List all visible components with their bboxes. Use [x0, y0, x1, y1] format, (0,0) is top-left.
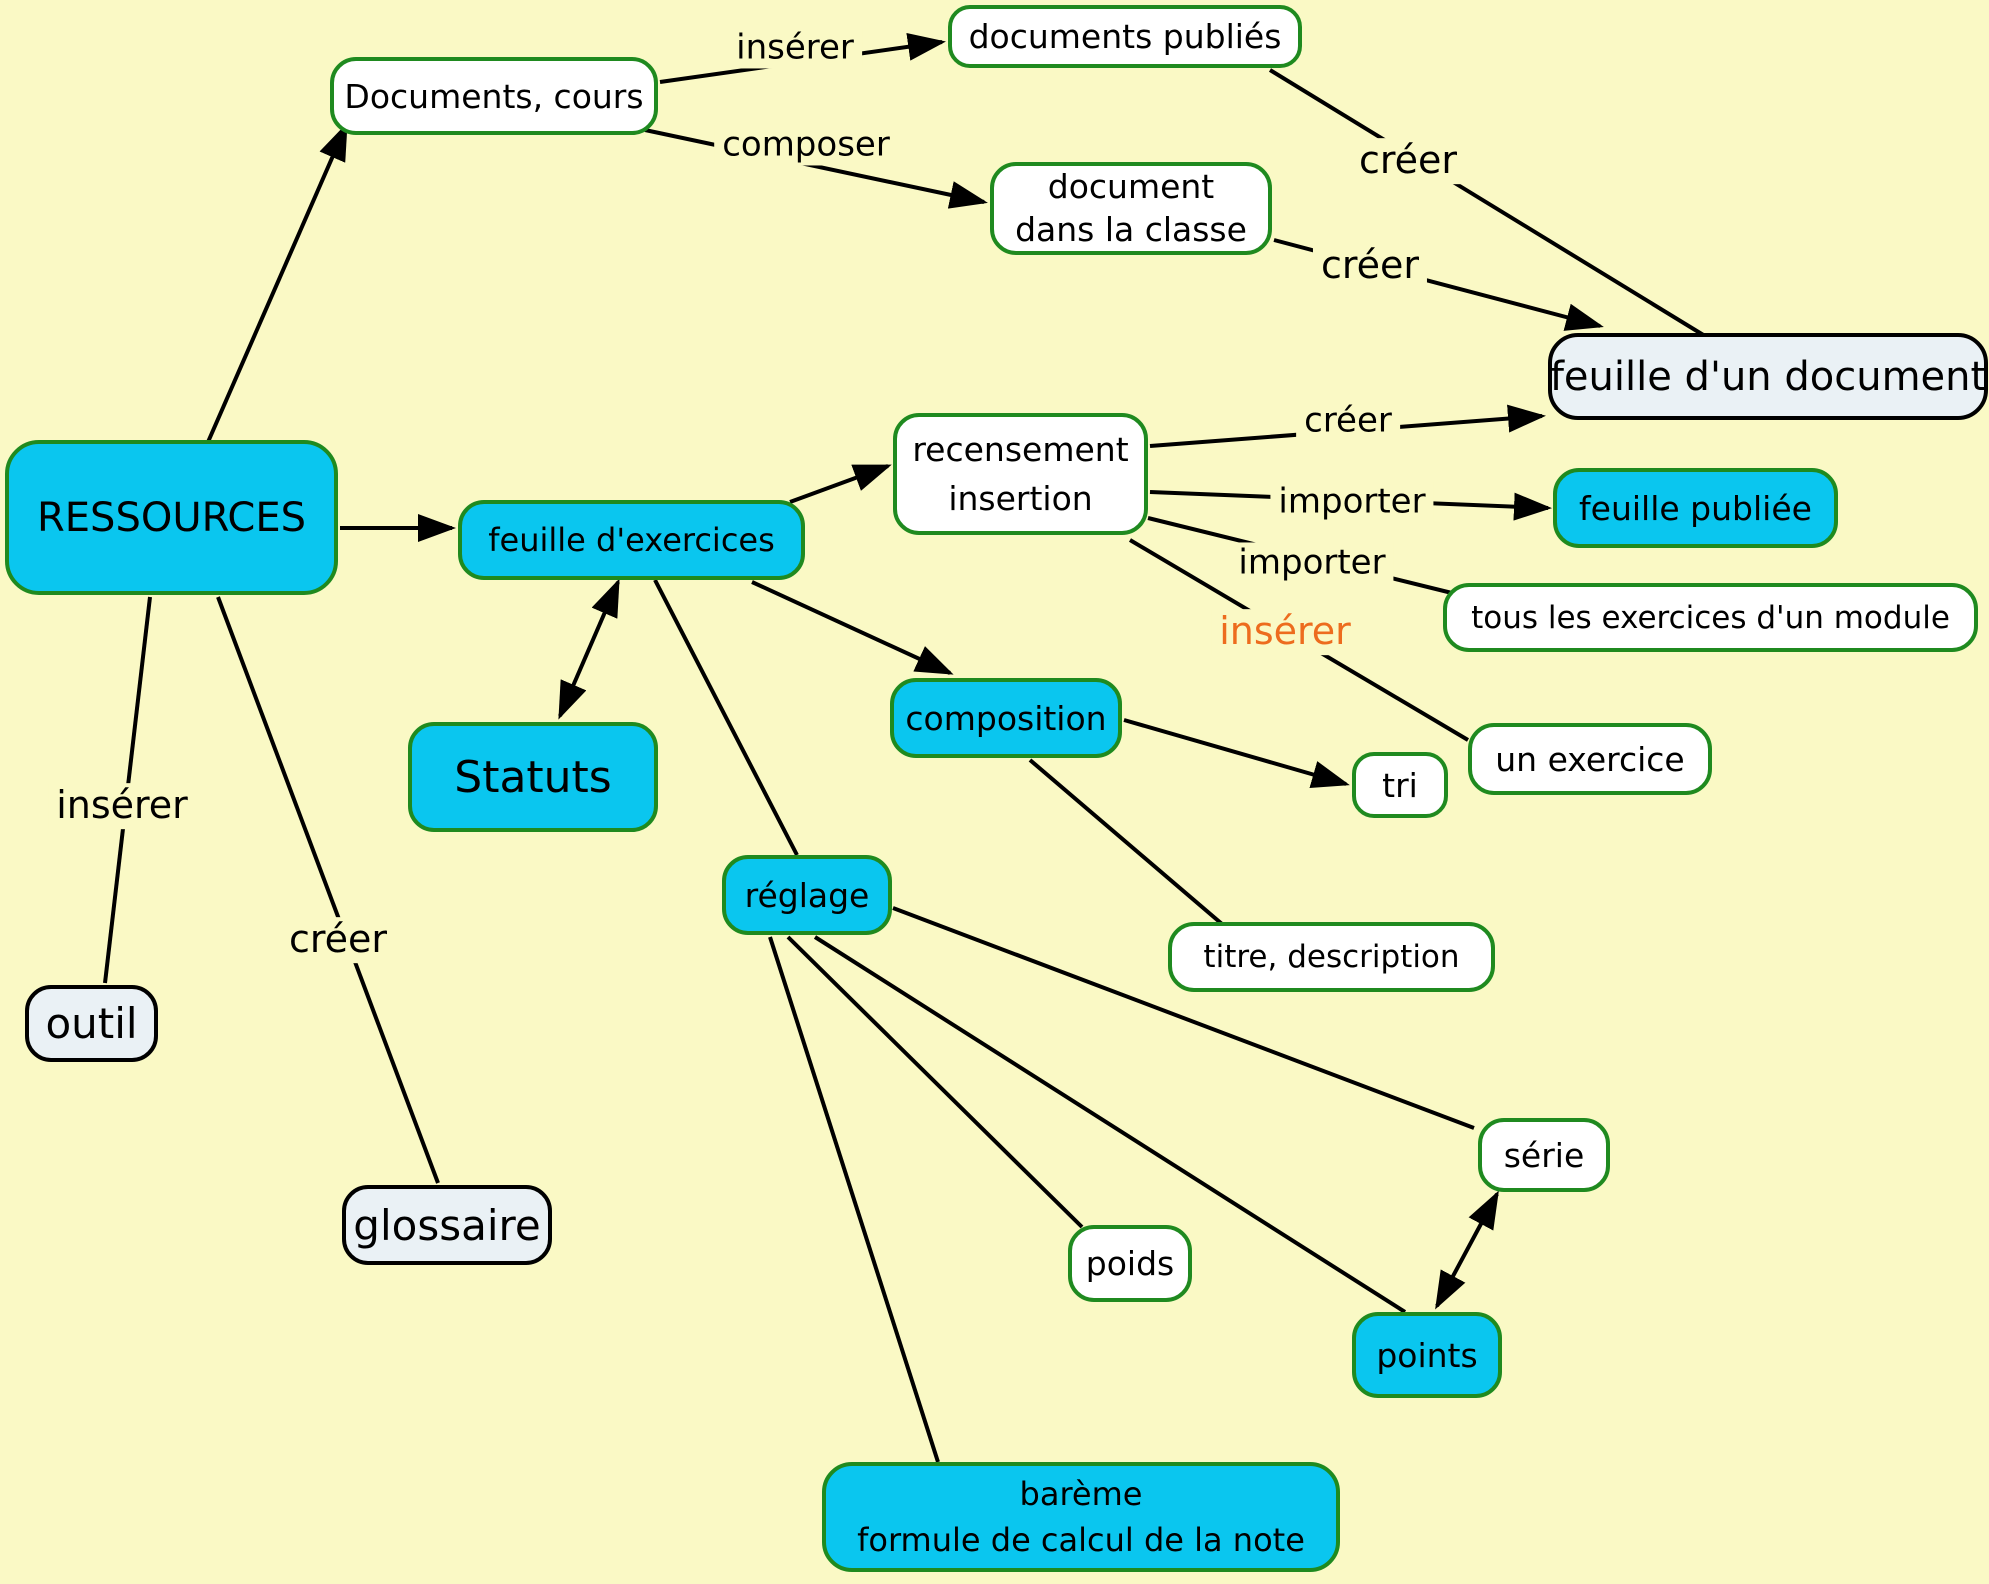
- node-label: documents publiés: [968, 17, 1282, 56]
- node-label: Documents, cours: [344, 76, 644, 116]
- node-poids[interactable]: poids: [1068, 1225, 1192, 1302]
- node-label: Statuts: [454, 751, 612, 803]
- edge-reglage-points[interactable]: [813, 935, 1407, 1314]
- node-composition[interactable]: composition: [890, 678, 1122, 758]
- node-feuille-publiee[interactable]: feuille publiée: [1553, 468, 1838, 548]
- node-un-exercice[interactable]: un exercice: [1468, 723, 1712, 795]
- node-label: série: [1503, 1135, 1585, 1175]
- node-outil[interactable]: outil: [25, 985, 158, 1062]
- edge-reglage-bareme[interactable]: [768, 936, 940, 1463]
- node-label: feuille publiée: [1579, 488, 1812, 528]
- edge-label-importer-feuille-publiee[interactable]: importer: [1270, 481, 1434, 523]
- edge-label-inserer-outil[interactable]: insérer: [48, 783, 196, 829]
- node-label: barème formule de calcul de la note: [857, 1474, 1305, 1559]
- node-recensement-insertion[interactable]: recensement insertion: [893, 413, 1148, 535]
- node-feuille-dun-document[interactable]: feuille d'un document: [1548, 333, 1988, 420]
- edge-label-creer-glossaire[interactable]: créer: [280, 917, 396, 963]
- edge-reglage-serie[interactable]: [892, 906, 1475, 1130]
- node-documents-publies[interactable]: documents publiés: [948, 5, 1302, 68]
- node-label: poids: [1085, 1244, 1175, 1283]
- node-label: feuille d'exercices: [488, 521, 775, 559]
- edge-composition-titre-description[interactable]: [1028, 758, 1224, 926]
- edge-label-composer[interactable]: composer: [714, 124, 898, 166]
- node-label: recensement insertion: [912, 429, 1129, 519]
- edge-documents-cours-document-dans-la-classe[interactable]: [644, 128, 988, 209]
- node-document-dans-la-classe[interactable]: document dans la classe: [990, 162, 1272, 255]
- node-label: titre, description: [1203, 939, 1460, 975]
- node-label: glossaire: [353, 1200, 541, 1250]
- edge-label-creer-document-classe[interactable]: créer: [1312, 243, 1428, 289]
- edge-feuille-dexercices-recensement-insertion[interactable]: [789, 464, 892, 504]
- node-titre-description[interactable]: titre, description: [1168, 922, 1495, 992]
- node-label: points: [1376, 1335, 1478, 1375]
- node-glossaire[interactable]: glossaire: [342, 1185, 552, 1265]
- edge-ressources-glossaire[interactable]: [216, 596, 440, 1184]
- edge-reglage-poids[interactable]: [786, 935, 1084, 1229]
- node-documents-cours[interactable]: Documents, cours: [330, 57, 658, 135]
- edge-ressources-documents-cours[interactable]: [206, 122, 348, 443]
- edge-label-creer-recensement[interactable]: créer: [1296, 400, 1400, 442]
- node-points[interactable]: points: [1352, 1312, 1502, 1398]
- edge-label-inserer-un-exercice[interactable]: insérer: [1211, 609, 1359, 655]
- node-label: tous les exercices d'un module: [1471, 599, 1950, 636]
- node-label: composition: [905, 698, 1107, 738]
- edge-feuille-dexercices-composition[interactable]: [751, 580, 954, 675]
- node-label: réglage: [744, 875, 870, 915]
- node-reglage[interactable]: réglage: [722, 855, 892, 935]
- edge-label-creer-documents-publies[interactable]: créer: [1350, 138, 1466, 184]
- node-label: RESSOURCES: [36, 494, 306, 541]
- node-tri[interactable]: tri: [1352, 752, 1448, 818]
- edge-label-importer-tous-exercices[interactable]: importer: [1230, 542, 1394, 584]
- node-label: outil: [45, 999, 138, 1048]
- node-label: feuille d'un document: [1549, 353, 1987, 400]
- edge-feuille-dexercices-reglage[interactable]: [653, 579, 799, 856]
- node-label: document dans la classe: [1015, 166, 1247, 249]
- edge-composition-tri[interactable]: [1123, 718, 1350, 789]
- node-serie[interactable]: série: [1478, 1118, 1610, 1192]
- edge-label-inserer-documents[interactable]: insérer: [728, 27, 862, 69]
- node-ressources[interactable]: RESSOURCES: [5, 440, 338, 595]
- node-statuts[interactable]: Statuts: [408, 722, 658, 832]
- node-bareme[interactable]: barème formule de calcul de la note: [822, 1462, 1340, 1572]
- node-feuille-dexercices[interactable]: feuille d'exercices: [458, 500, 805, 580]
- node-label: tri: [1382, 765, 1418, 805]
- node-tous-les-exercices-dun-module[interactable]: tous les exercices d'un module: [1443, 583, 1978, 652]
- edge-documents-publies-feuille-dun-document[interactable]: [1268, 68, 1707, 338]
- edge-serie-points[interactable]: [1435, 1190, 1499, 1310]
- node-label: un exercice: [1495, 739, 1685, 779]
- edge-feuille-dexercices-statuts[interactable]: [558, 578, 620, 720]
